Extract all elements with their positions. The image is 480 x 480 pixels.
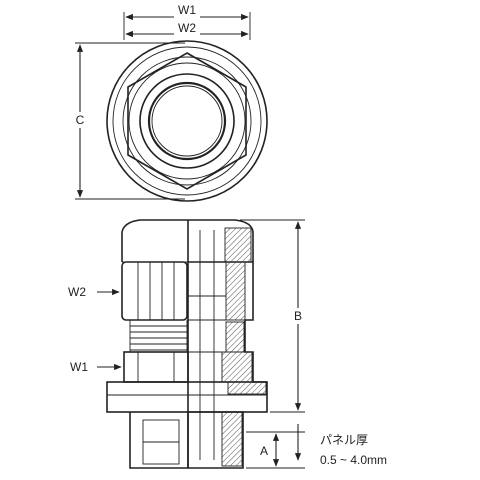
dimension-a: A [246,424,305,469]
dimension-w1-side: W1 [70,360,122,374]
hex-nut-outline [127,52,247,190]
w1-top-label: W1 [178,3,196,17]
w2-top-label: W2 [178,21,196,35]
a-label: A [260,444,268,458]
top-view [106,40,268,202]
dimension-w1-top: W1 [123,3,251,40]
w1-side-label: W1 [70,360,88,374]
dimension-b: B [240,219,308,413]
dimension-w2-side: W2 [68,285,120,299]
dimension-w2-top: W2 [125,21,249,38]
panel-thickness-note: パネル厚 0.5 ~ 4.0mm [320,433,387,467]
b-label: B [294,309,302,323]
c-label: C [76,113,85,127]
panel-thickness-range: 0.5 ~ 4.0mm [320,453,387,467]
panel-thickness-title: パネル厚 [320,433,368,447]
side-view [106,219,268,469]
w2-side-label: W2 [68,285,86,299]
outer-ring [106,40,268,202]
cable-bore [147,81,227,161]
dimension-c: C [70,42,185,200]
